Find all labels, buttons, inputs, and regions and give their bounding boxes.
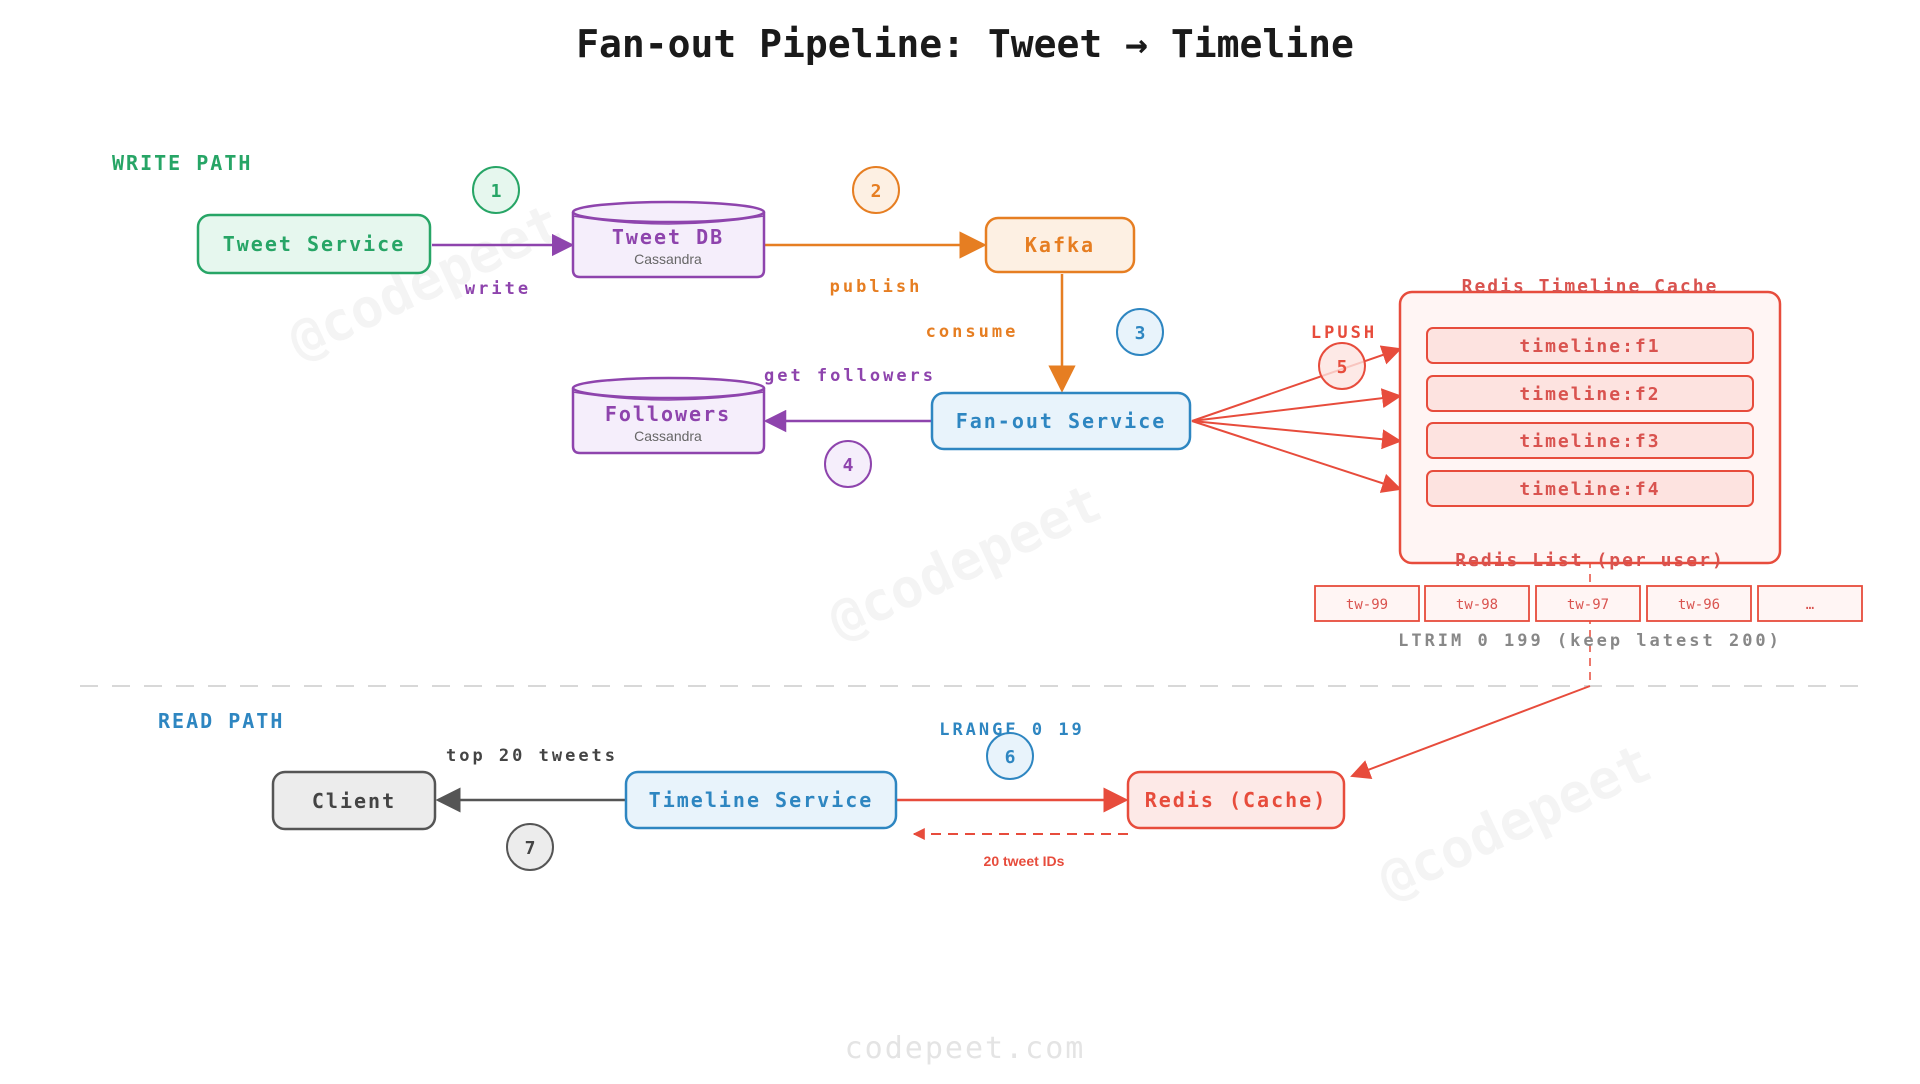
timeline-key-box[interactable] [1426, 422, 1754, 459]
timeline-key-label: timeline:f1 [1519, 336, 1660, 357]
step-badge-number: 1 [491, 181, 502, 202]
redis-list-item [1646, 585, 1752, 622]
step-badges: 1 2 3 4 5 6 7 [472, 166, 1366, 871]
redis-list-item-label: tw-96 [1678, 597, 1720, 613]
read-path-label: READ PATH [158, 709, 284, 733]
client-label: Client [312, 789, 396, 813]
redis-list-item [1757, 585, 1863, 622]
fanout-service-node[interactable] [930, 391, 1192, 451]
edge-label-publish: publish [830, 277, 923, 297]
followers-node[interactable] [571, 376, 766, 455]
edge-cache-to-redis [1350, 685, 1591, 779]
edge-label-lpush: LPUSH [1311, 323, 1377, 343]
timeline-key-label: timeline:f4 [1519, 479, 1660, 500]
edge-lpush-f2 [1191, 388, 1402, 422]
fanout-arrows [1191, 345, 1402, 493]
redis-cache-node[interactable] [1126, 770, 1346, 830]
edge-label-top20: top 20 tweets [446, 746, 618, 766]
step-badge-number: 5 [1337, 357, 1348, 378]
step-badge [986, 732, 1034, 780]
edge-label-consume: consume [926, 322, 1019, 342]
step-badge [824, 440, 872, 488]
edge-lpush-f4 [1191, 420, 1402, 493]
fanout-service-label: Fan-out Service [956, 409, 1167, 433]
kafka-label: Kafka [1025, 233, 1095, 257]
redis-list-title: Redis List (per user) [1455, 550, 1725, 571]
redis-list-item [1314, 585, 1420, 622]
watermark-2: @codepeet [819, 471, 1111, 652]
step-badge [472, 166, 520, 214]
redis-list-item [1535, 585, 1641, 622]
redis-list: tw-99 tw-98 tw-97 tw-96 … [1314, 585, 1863, 622]
redis-list-item-label: … [1806, 597, 1814, 613]
step-badge [1116, 308, 1164, 356]
page-title: Fan-out Pipeline: Tweet → Timeline [576, 22, 1354, 66]
tweet-db-label: Tweet DB [612, 225, 724, 249]
step-badge [852, 166, 900, 214]
step-badge-number: 3 [1135, 323, 1146, 344]
tweet-service-node[interactable] [196, 213, 432, 275]
timeline-key-box[interactable] [1426, 470, 1754, 507]
step-badge [506, 823, 554, 871]
tweet-db-sub: Cassandra [634, 251, 702, 267]
footer-brand: codepeet.com [845, 1031, 1086, 1066]
step-badge [1318, 342, 1366, 390]
tweet-db-node[interactable] [571, 200, 766, 279]
ltrim-note: LTRIM 0 199 (keep latest 200) [1398, 631, 1782, 651]
timeline-key-label: timeline:f3 [1519, 431, 1660, 452]
timeline-service-label: Timeline Service [649, 788, 874, 812]
edge-lpush-f1 [1191, 345, 1402, 422]
edge-label-write: write [465, 279, 531, 299]
redis-list-item-label: tw-98 [1456, 597, 1498, 613]
redis-list-item [1424, 585, 1530, 622]
edge-label-tweet-ids: 20 tweet IDs [984, 853, 1065, 869]
step-badge-number: 7 [525, 838, 536, 859]
edge-lpush-f3 [1191, 420, 1402, 450]
step-badge-number: 2 [871, 181, 882, 202]
timeline-key-box[interactable] [1426, 375, 1754, 412]
followers-sub: Cassandra [634, 428, 702, 444]
timeline-key-box[interactable] [1426, 327, 1754, 364]
redis-list-item-label: tw-99 [1346, 597, 1388, 613]
redis-timeline-cache-title: Redis Timeline Cache [1462, 276, 1719, 297]
edge-label-get-followers: get followers [764, 366, 936, 386]
timeline-service-node[interactable] [624, 770, 898, 830]
client-node[interactable] [271, 770, 437, 831]
timeline-key-label: timeline:f2 [1519, 384, 1660, 405]
tweet-service-label: Tweet Service [223, 232, 406, 256]
write-path-label: WRITE PATH [112, 151, 252, 175]
watermark-3: @codepeet [1369, 731, 1661, 912]
redis-list-item-label: tw-97 [1567, 597, 1609, 613]
step-badge-number: 6 [1005, 747, 1016, 768]
timeline-keys: timeline:f1 timeline:f2 timeline:f3 time… [1426, 327, 1754, 507]
edge-label-lrange: LRANGE 0 19 [939, 720, 1085, 740]
redis-cache-label: Redis (Cache) [1145, 788, 1328, 812]
step-badge-number: 4 [843, 455, 854, 476]
followers-label: Followers [605, 402, 731, 426]
kafka-node[interactable] [984, 216, 1136, 274]
